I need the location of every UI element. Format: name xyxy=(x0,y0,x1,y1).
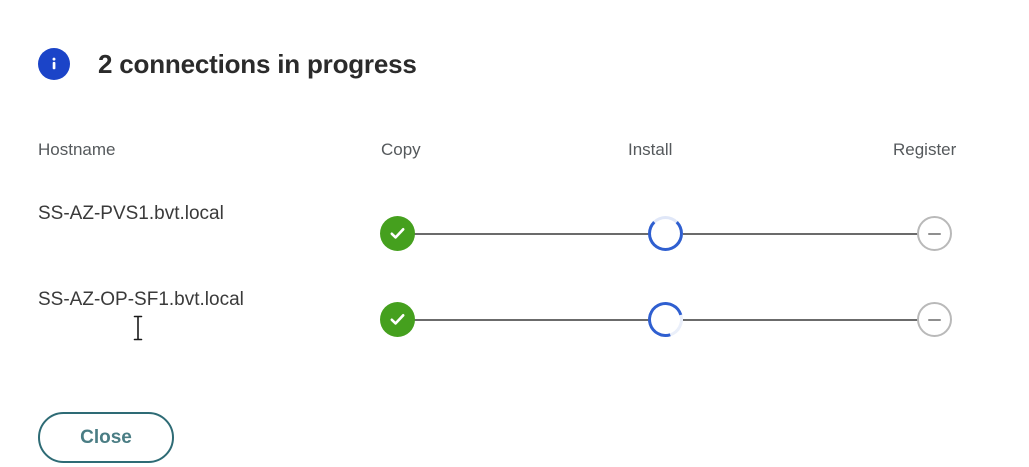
stepper-connector xyxy=(413,319,650,321)
column-header-register: Register xyxy=(893,140,957,159)
page-title: 2 connections in progress xyxy=(98,48,417,79)
hostname-label: SS-AZ-OP-SF1.bvt.local xyxy=(38,289,244,310)
dash-glyph xyxy=(928,318,941,321)
connections-table: Hostname Copy Install Register SS-AZ-PVS… xyxy=(0,140,1029,370)
column-header-copy: Copy xyxy=(381,140,421,159)
column-header-install: Install xyxy=(628,140,673,159)
step-copy-check-icon xyxy=(380,302,415,337)
progress-stepper xyxy=(380,216,952,252)
dialog-footer: Close xyxy=(38,412,174,463)
table-row: SS-AZ-OP-SF1.bvt.local xyxy=(0,284,1029,370)
progress-stepper xyxy=(380,295,952,344)
step-copy-check-icon xyxy=(380,216,415,251)
column-header-hostname: Hostname xyxy=(38,140,116,159)
dialog-header: 2 connections in progress xyxy=(38,46,417,82)
stepper-connector xyxy=(683,233,919,235)
table-row: SS-AZ-PVS1.bvt.local xyxy=(0,198,1029,284)
info-icon xyxy=(38,48,70,80)
dash-glyph xyxy=(928,232,941,235)
step-register-dash-icon xyxy=(917,302,952,337)
step-install-spinner-icon xyxy=(641,295,690,344)
step-register-dash-icon xyxy=(917,216,952,251)
stepper-connector xyxy=(413,233,650,235)
step-install-spinner-icon xyxy=(648,216,683,251)
hostname-label: SS-AZ-PVS1.bvt.local xyxy=(38,203,224,224)
stepper-connector xyxy=(683,319,919,321)
table-header-row: Hostname Copy Install Register xyxy=(0,140,1029,174)
close-button[interactable]: Close xyxy=(38,412,174,463)
